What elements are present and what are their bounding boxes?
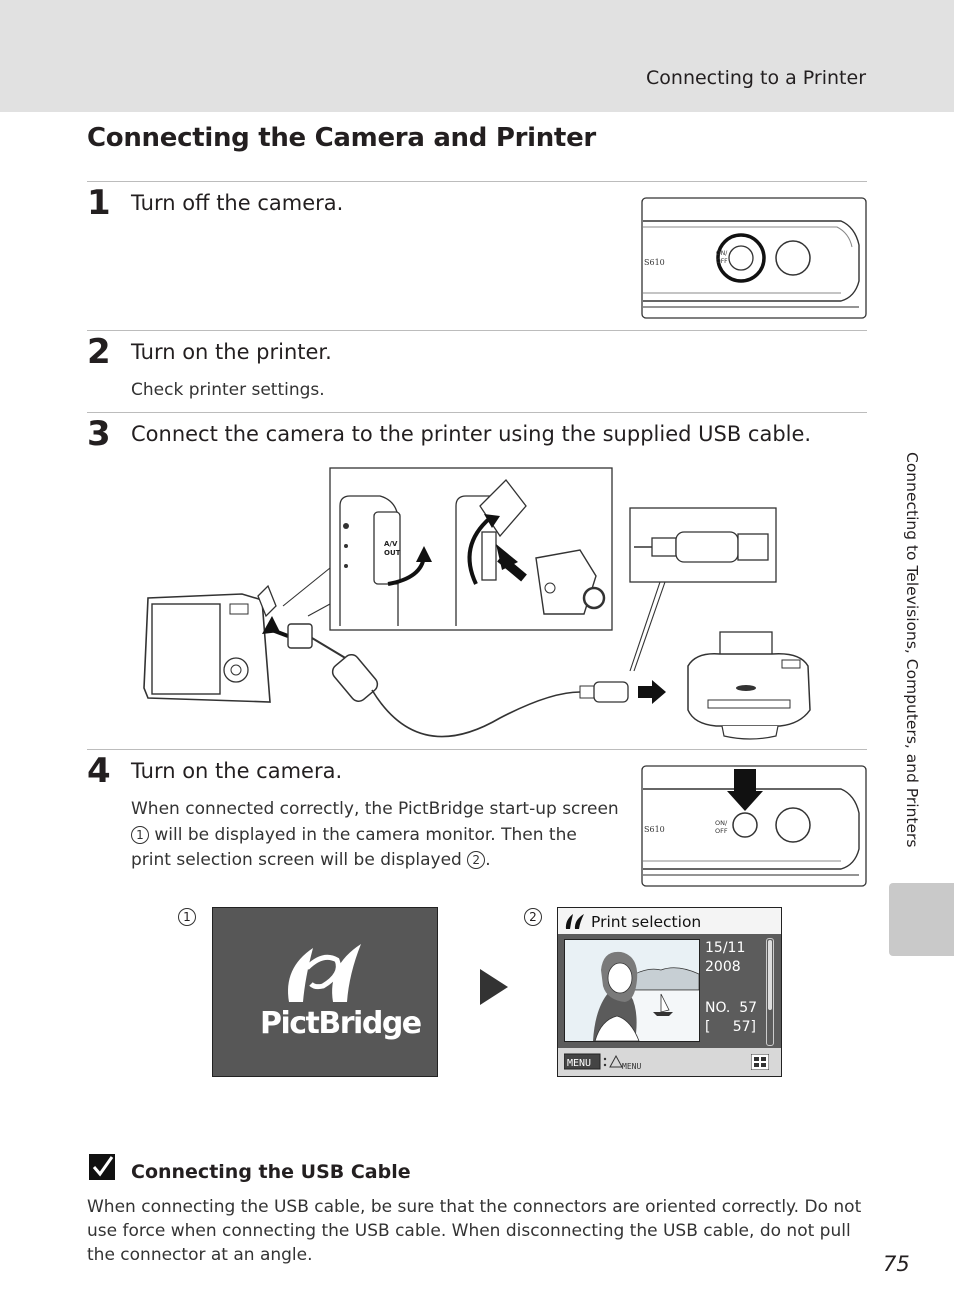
step-text: Turn on the printer.	[131, 340, 332, 364]
checkmark-icon	[89, 1154, 115, 1180]
menu-button-icon: MENU MENU	[564, 1053, 641, 1071]
usb-connection-illustration: A/V OUT	[143, 467, 811, 740]
photo-thumbnail	[564, 939, 700, 1042]
screen-title: Print selection	[591, 913, 702, 931]
callout-marker: 2	[524, 908, 542, 926]
page-header: Connecting to a Printer	[0, 0, 954, 112]
out-label: OUT	[384, 549, 401, 557]
step-note: Check printer settings.	[131, 380, 325, 400]
camera-off-illustration: S610 ON/ OFF	[641, 197, 867, 319]
av-label: A/V	[384, 540, 398, 548]
step-number: 2	[87, 332, 111, 372]
pictbridge-startup-screen: PictBridge	[212, 907, 438, 1077]
pictbridge-icon	[565, 914, 584, 929]
chapter-tab	[889, 883, 954, 956]
callout-marker: 2	[467, 851, 486, 869]
image-number: NO. 57 [ 57]	[705, 1000, 758, 1035]
divider	[87, 749, 867, 750]
pictbridge-logo-icon	[288, 944, 361, 1002]
model-label: S610	[644, 825, 665, 834]
page-title: Connecting the Camera and Printer	[87, 123, 596, 153]
screen-bottom-bar: MENU MENU	[558, 1048, 781, 1076]
model-label: S610	[644, 258, 665, 267]
off-label: OFF	[716, 258, 728, 265]
tip-body: When connecting the USB cable, be sure t…	[87, 1197, 862, 1265]
page-number: 75	[883, 1252, 910, 1276]
thumbnail-view-icon	[751, 1054, 769, 1070]
section-title: Connecting to a Printer	[646, 67, 866, 89]
scrollbar	[766, 938, 774, 1046]
chapter-sidebar-label: Connecting to Televisions, Computers, an…	[903, 452, 921, 848]
step-number: 3	[87, 414, 111, 454]
step-number: 4	[87, 751, 111, 791]
svg-text:MENU: MENU	[567, 1058, 591, 1069]
step-body: When connected correctly, the PictBridge…	[131, 799, 619, 870]
divider	[87, 330, 867, 331]
on-label: ON/	[716, 250, 728, 257]
on-label: ON/	[715, 819, 728, 827]
tip-title: Connecting the USB Cable	[131, 1161, 411, 1183]
arrow-right-icon	[480, 969, 508, 1005]
step-text: Turn on the camera.	[131, 759, 343, 783]
step-number: 1	[87, 183, 111, 223]
callout-marker: 1	[131, 825, 149, 844]
camera-on-illustration: S610 ON/ OFF	[641, 765, 867, 887]
date-display: 15/11 2008	[705, 940, 746, 975]
step-text: Turn off the camera.	[131, 191, 344, 215]
step-text: Connect the camera to the printer using …	[131, 422, 812, 446]
divider	[87, 412, 867, 413]
callout-marker: 1	[178, 908, 196, 926]
off-label: OFF	[715, 827, 728, 835]
pictbridge-text: PictBridge	[260, 1006, 422, 1041]
print-selection-screen: Print selection 15/11 2008 NO. 57 [ 57] …	[557, 907, 782, 1077]
divider	[87, 181, 867, 182]
svg-text:MENU: MENU	[622, 1062, 641, 1071]
screen-title-bar: Print selection	[558, 908, 781, 934]
